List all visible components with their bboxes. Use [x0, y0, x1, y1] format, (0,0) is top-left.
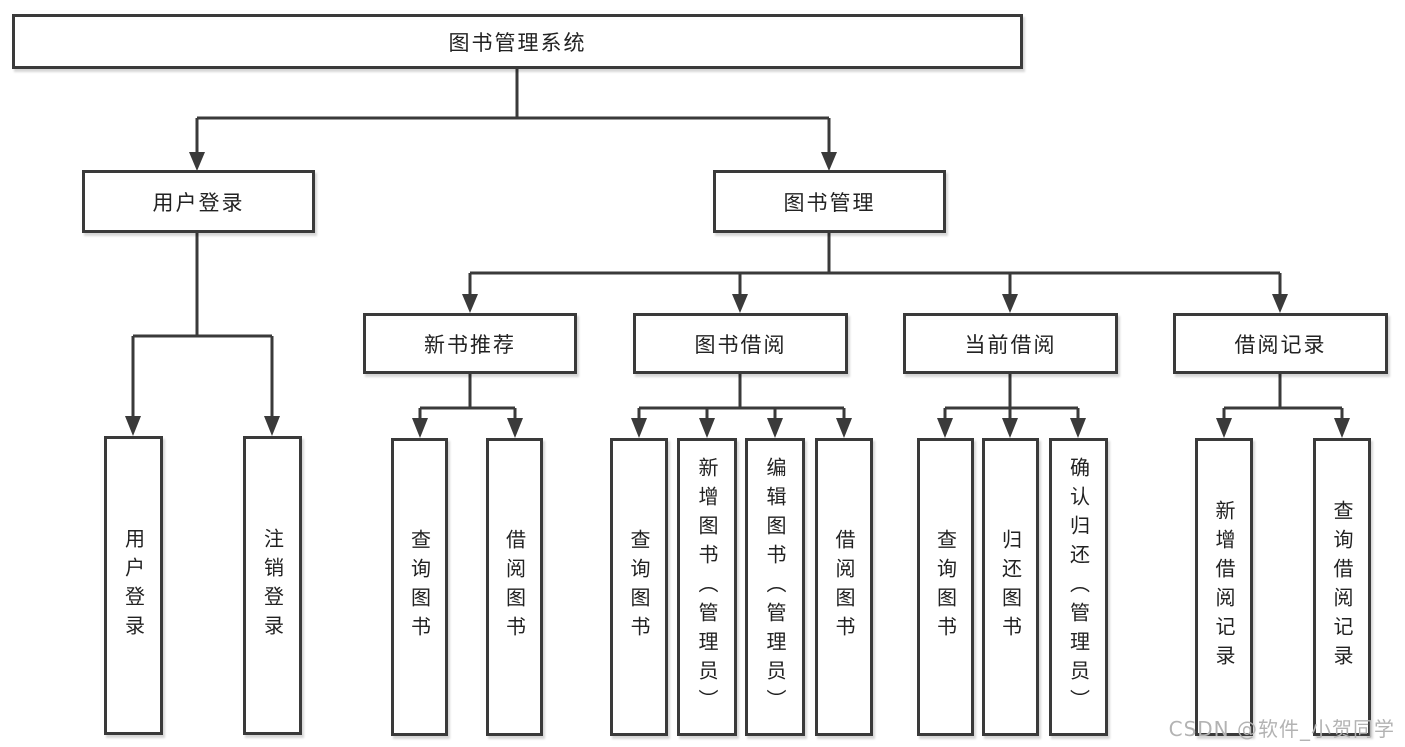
leaf-query-borrow-record: 查询借阅记录: [1313, 438, 1371, 736]
node-label: 图书借阅: [694, 332, 787, 357]
node-label: 新增图书（管理员）: [695, 456, 719, 718]
leaf-recommend-borrow-books: 借阅图书: [486, 438, 543, 736]
leaf-borrowing-query-books: 查询图书: [610, 438, 668, 736]
node-book-borrowing: 图书借阅: [633, 313, 848, 374]
node-library-management-system: 图书管理系统: [12, 14, 1023, 69]
node-current-borrowing: 当前借阅: [903, 313, 1118, 374]
leaf-add-borrow-record: 新增借阅记录: [1195, 438, 1253, 736]
node-new-book-recommendation: 新书推荐: [363, 313, 577, 374]
node-label: 用户登录: [152, 190, 245, 215]
leaf-edit-books-admin: 编辑图书（管理员）: [745, 438, 805, 736]
leaf-user-login: 用户登录: [104, 436, 163, 735]
node-label: 新增借阅记录: [1212, 500, 1236, 674]
leaf-current-query-books: 查询图书: [917, 438, 974, 736]
node-label: 查询图书: [933, 529, 958, 645]
leaf-borrow-books: 借阅图书: [815, 438, 873, 736]
node-label: 借阅图书: [502, 529, 527, 645]
node-label: 用户登录: [121, 527, 146, 644]
node-label: 查询图书: [627, 529, 651, 645]
csdn-watermark: CSDN @软件_小贺同学: [1168, 717, 1395, 741]
node-label: 新书推荐: [424, 332, 516, 357]
node-label: 归还图书: [998, 529, 1023, 645]
node-label: 编辑图书（管理员）: [763, 456, 787, 718]
node-book-management: 图书管理: [713, 170, 946, 233]
node-label: 查询借阅记录: [1330, 500, 1354, 674]
node-label: 图书管理: [783, 190, 876, 215]
node-label: 借阅记录: [1234, 332, 1327, 357]
node-label: 当前借阅: [964, 332, 1057, 357]
node-label: 注销登录: [260, 527, 285, 644]
node-borrowing-records: 借阅记录: [1173, 313, 1388, 374]
node-label: 图书管理系统: [448, 30, 587, 55]
node-label: 确认归还（管理员）: [1066, 456, 1091, 718]
leaf-logout: 注销登录: [243, 436, 302, 735]
leaf-confirm-return-admin: 确认归还（管理员）: [1049, 438, 1108, 736]
leaf-return-books: 归还图书: [982, 438, 1039, 736]
leaf-add-books-admin: 新增图书（管理员）: [677, 438, 737, 736]
node-user-login: 用户登录: [82, 170, 315, 233]
node-label: 查询图书: [407, 529, 432, 645]
node-label: 借阅图书: [832, 529, 856, 645]
leaf-recommend-query-books: 查询图书: [391, 438, 448, 736]
